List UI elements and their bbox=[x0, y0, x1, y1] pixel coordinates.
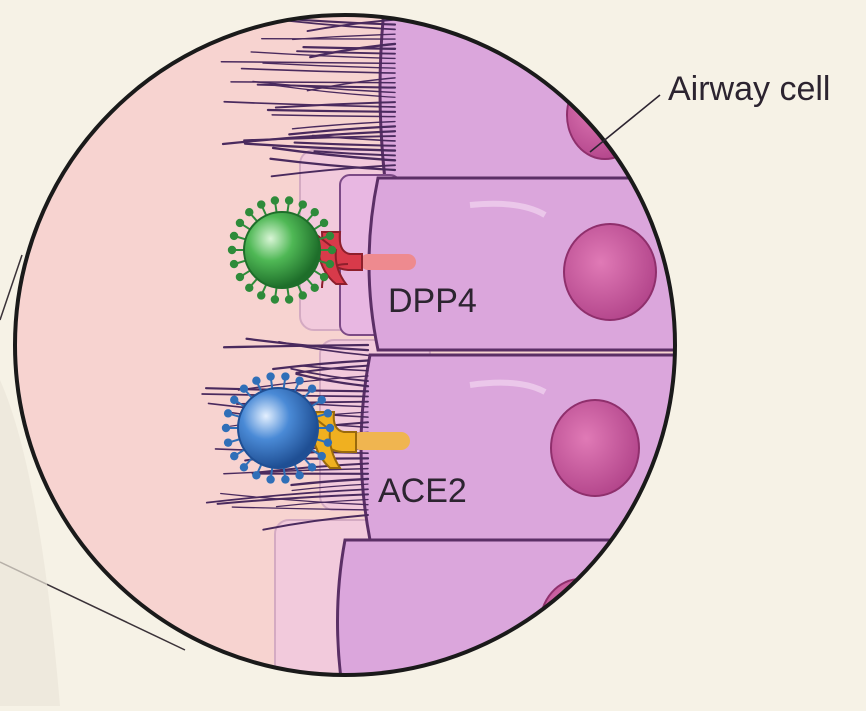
airway-cell-leader-line bbox=[590, 95, 660, 152]
virus-spike-head bbox=[326, 260, 334, 268]
virus-spike-head bbox=[230, 396, 238, 404]
virus-spike-head bbox=[240, 385, 248, 393]
virus-spike-head bbox=[328, 246, 336, 254]
virus-spike-head bbox=[230, 260, 238, 268]
dpp4-label: DPP4 bbox=[388, 282, 477, 321]
virus-spike-head bbox=[311, 208, 319, 216]
virus-spike-stem bbox=[275, 288, 276, 297]
virus-spike-head bbox=[318, 396, 326, 404]
virus-spike-head bbox=[252, 471, 260, 479]
nucleus bbox=[551, 400, 639, 496]
virus-spike-stem bbox=[287, 203, 288, 212]
virus-spike-head bbox=[299, 291, 307, 299]
nucleus bbox=[564, 224, 656, 320]
virus-spike-head bbox=[281, 475, 289, 483]
virus-spike-head bbox=[318, 452, 326, 460]
virus-spike-head bbox=[222, 424, 230, 432]
virus-spike-head bbox=[320, 219, 328, 227]
airway-cell-bottom bbox=[338, 540, 721, 706]
nucleus bbox=[540, 579, 620, 671]
virus-spike-stem bbox=[284, 379, 285, 388]
virus-spike-head bbox=[236, 273, 244, 281]
virus-spike-head bbox=[224, 438, 232, 446]
virus-spike-head bbox=[266, 475, 274, 483]
virus-spike-head bbox=[252, 376, 260, 384]
virus-spike-head bbox=[271, 196, 279, 204]
virus-spike-head bbox=[257, 291, 265, 299]
virus-spike-head bbox=[271, 295, 279, 303]
virus-spike-head bbox=[320, 273, 328, 281]
virus-spike-head bbox=[295, 471, 303, 479]
virus-spike-head bbox=[236, 219, 244, 227]
virus-spike-head bbox=[326, 232, 334, 240]
virus-spike-head bbox=[281, 372, 289, 380]
virus-spike-stem bbox=[271, 468, 272, 477]
virus-spike-stem bbox=[271, 379, 272, 388]
virus-spike-head bbox=[285, 196, 293, 204]
virus-spike-stem bbox=[284, 468, 285, 477]
ace2-label: ACE2 bbox=[378, 472, 467, 511]
virus-spike-stem bbox=[287, 288, 288, 297]
virus-spike-head bbox=[230, 452, 238, 460]
virus-spike-head bbox=[324, 409, 332, 417]
airway-cell-ace2 bbox=[361, 355, 720, 540]
virus-spike-head bbox=[266, 372, 274, 380]
virus-spike-head bbox=[257, 200, 265, 208]
virus-spike-head bbox=[224, 409, 232, 417]
virus-spike-head bbox=[311, 284, 319, 292]
virus-spike-head bbox=[245, 208, 253, 216]
virus-spike-head bbox=[299, 200, 307, 208]
airway-cell-label: Airway cell bbox=[668, 70, 830, 109]
cilium bbox=[268, 10, 395, 12]
virus-spike-head bbox=[324, 438, 332, 446]
virus-spike-head bbox=[228, 246, 236, 254]
virus-spike-head bbox=[308, 463, 316, 471]
virus-spike-head bbox=[230, 232, 238, 240]
virus-spike-stem bbox=[275, 203, 276, 212]
virus-spike-head bbox=[295, 376, 303, 384]
virus-spike-head bbox=[240, 463, 248, 471]
virus-spike-head bbox=[245, 284, 253, 292]
virus-spike-head bbox=[285, 295, 293, 303]
virus-spike-head bbox=[308, 385, 316, 393]
nucleus bbox=[567, 71, 643, 159]
virus-spike-head bbox=[326, 424, 334, 432]
